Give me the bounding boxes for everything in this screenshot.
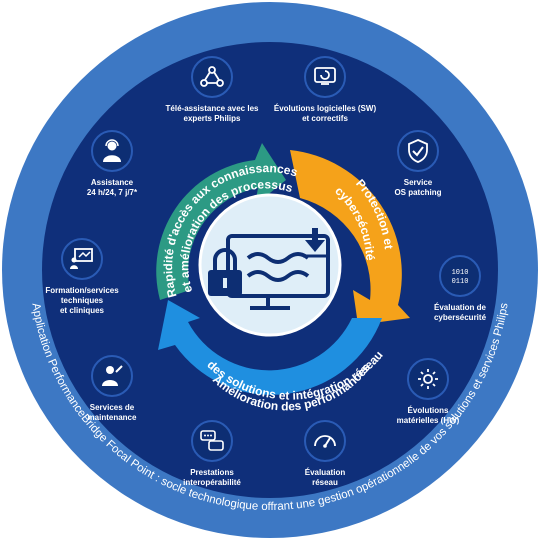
service-label: Service OS patching (394, 178, 442, 197)
svg-text:0110: 0110 (452, 278, 469, 286)
service-label: Évaluation de cybersécurité (433, 303, 487, 322)
service-label: Évolutions logicielles (SW) et correctif… (273, 104, 377, 123)
service-label: Prestations interopérabilité (183, 468, 241, 487)
segment-performance (158, 300, 382, 395)
service-item: Évolutions matérielles (HW) (368, 358, 488, 426)
service-item: Service OS patching (358, 130, 478, 198)
gauge-icon (304, 420, 346, 462)
service-item: Formation/services techniques et cliniqu… (22, 238, 142, 316)
download-arrow-icon (303, 228, 327, 258)
service-label: Formation/services techniques et cliniqu… (45, 286, 119, 315)
segment-knowledge (156, 143, 286, 300)
service-label: Services de maintenance (87, 403, 137, 422)
support-person-icon (91, 130, 133, 172)
service-item: Évaluation réseau (265, 420, 385, 488)
service-label: Évaluation réseau (304, 468, 346, 487)
padlock-icon (208, 248, 242, 296)
shield-check-icon (397, 130, 439, 172)
refresh-monitor-icon (304, 56, 346, 98)
svg-text:1010: 1010 (452, 269, 469, 277)
gear-refresh-icon (407, 358, 449, 400)
segment-security (290, 150, 410, 325)
service-item: Télé-assistance avec les experts Philips (152, 56, 272, 124)
center-disc (198, 193, 342, 337)
training-board-icon (61, 238, 103, 280)
service-item: Prestations interopérabilité (152, 420, 272, 488)
service-item: Services de maintenance (52, 355, 172, 423)
service-item: Évolutions logicielles (SW) et correctif… (265, 56, 385, 124)
service-label: Assistance 24 h/24, 7 j/7* (86, 178, 138, 197)
service-label: Évolutions matérielles (HW) (396, 406, 460, 425)
service-label: Télé-assistance avec les experts Philips (165, 104, 259, 123)
network-share-icon (191, 56, 233, 98)
chat-bubbles-icon (191, 420, 233, 462)
service-item: Assistance 24 h/24, 7 j/7* (52, 130, 172, 198)
maintenance-person-icon (91, 355, 133, 397)
monitor-icon (226, 234, 330, 310)
